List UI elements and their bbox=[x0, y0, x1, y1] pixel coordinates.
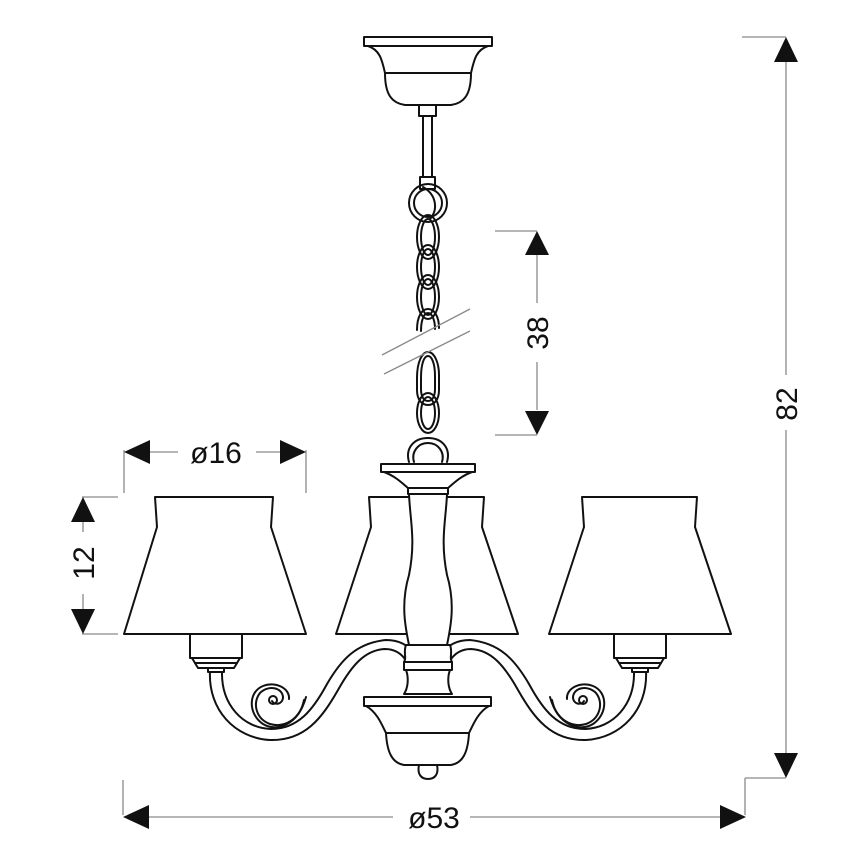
bottom-bowl bbox=[363, 696, 492, 766]
finial bbox=[417, 764, 439, 780]
chain bbox=[407, 183, 449, 463]
dimension-total-height: 82 bbox=[742, 36, 804, 779]
chain-break-mark bbox=[381, 308, 471, 375]
central-column bbox=[380, 463, 476, 695]
socket-right bbox=[613, 633, 667, 673]
shade-left bbox=[123, 496, 307, 635]
socket-left bbox=[189, 633, 243, 673]
rod bbox=[419, 115, 436, 190]
label-shade-diameter: ø16 bbox=[190, 437, 242, 470]
label-chain-length: 38 bbox=[522, 316, 555, 349]
ceiling-canopy bbox=[363, 36, 493, 117]
dimension-total-diameter: ø53 bbox=[122, 778, 746, 835]
arms bbox=[208, 639, 648, 742]
dimension-shade-diameter: ø16 bbox=[123, 437, 307, 493]
dimension-shade-height: 12 bbox=[68, 496, 118, 635]
label-shade-height: 12 bbox=[68, 546, 101, 579]
label-total-diameter: ø53 bbox=[408, 802, 460, 835]
shade-right bbox=[548, 496, 732, 635]
dimension-chain-length: 38 bbox=[495, 230, 555, 436]
label-total-height: 82 bbox=[771, 387, 804, 420]
